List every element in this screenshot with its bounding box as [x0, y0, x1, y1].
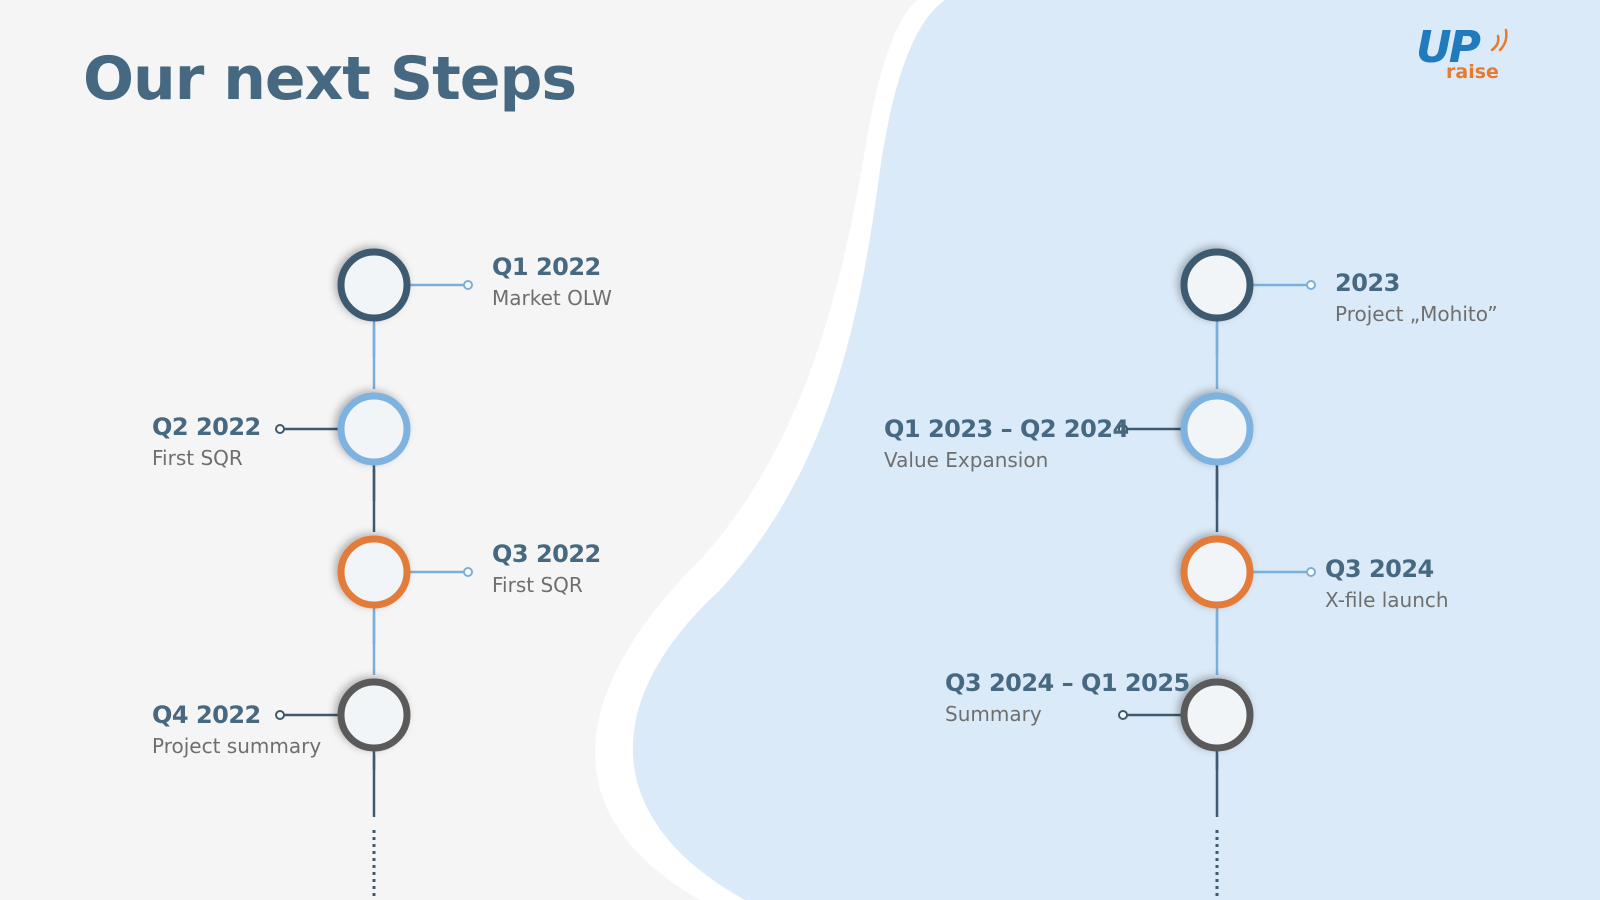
milestone-heading: Q4 2022	[152, 701, 261, 729]
milestone-heading: Q3 2022	[492, 540, 601, 568]
timeline-node	[1180, 678, 1254, 752]
upraise-logo: UP raise	[1416, 26, 1526, 86]
connector-dot	[1118, 424, 1128, 434]
milestone-heading: Q1 2022	[492, 253, 601, 281]
timeline-node	[337, 535, 411, 609]
connector-dot	[1118, 710, 1128, 720]
page-title: Our next Steps	[83, 44, 577, 114]
timeline-node	[337, 678, 411, 752]
milestone-subtitle: Project summary	[152, 734, 322, 758]
milestone-subtitle: First SQR	[492, 573, 583, 597]
milestone-subtitle: Value Expansion	[884, 448, 1049, 472]
milestone-subtitle: Project „Mohito”	[1335, 302, 1498, 326]
signal-icon	[1490, 28, 1508, 52]
milestone-heading: Q1 2023 – Q2 2024	[884, 415, 1129, 443]
milestone-heading: Q3 2024 – Q1 2025	[945, 669, 1190, 697]
blue-panel	[632, 0, 1600, 900]
connector-dot	[463, 567, 473, 577]
timeline-node	[1180, 535, 1254, 609]
milestone-heading: Q3 2024	[1325, 555, 1434, 583]
connector-dot	[275, 424, 285, 434]
milestone-subtitle: X-file launch	[1325, 588, 1449, 612]
timeline-node	[1180, 248, 1254, 322]
milestone-subtitle: First SQR	[152, 446, 243, 470]
connector-dot	[463, 280, 473, 290]
logo-up-text: UP	[1416, 22, 1481, 73]
milestone-subtitle: Market OLW	[492, 286, 612, 310]
timeline-node	[337, 392, 411, 466]
milestone-subtitle: Summary	[945, 702, 1042, 726]
logo-raise-text: raise	[1446, 61, 1499, 83]
milestone-heading: 2023	[1335, 269, 1400, 297]
milestone-heading: Q2 2022	[152, 413, 261, 441]
timeline-node	[1180, 392, 1254, 466]
connector-dot	[1306, 280, 1316, 290]
timeline-node	[337, 248, 411, 322]
connector-dot	[275, 710, 285, 720]
connector-dot	[1306, 567, 1316, 577]
